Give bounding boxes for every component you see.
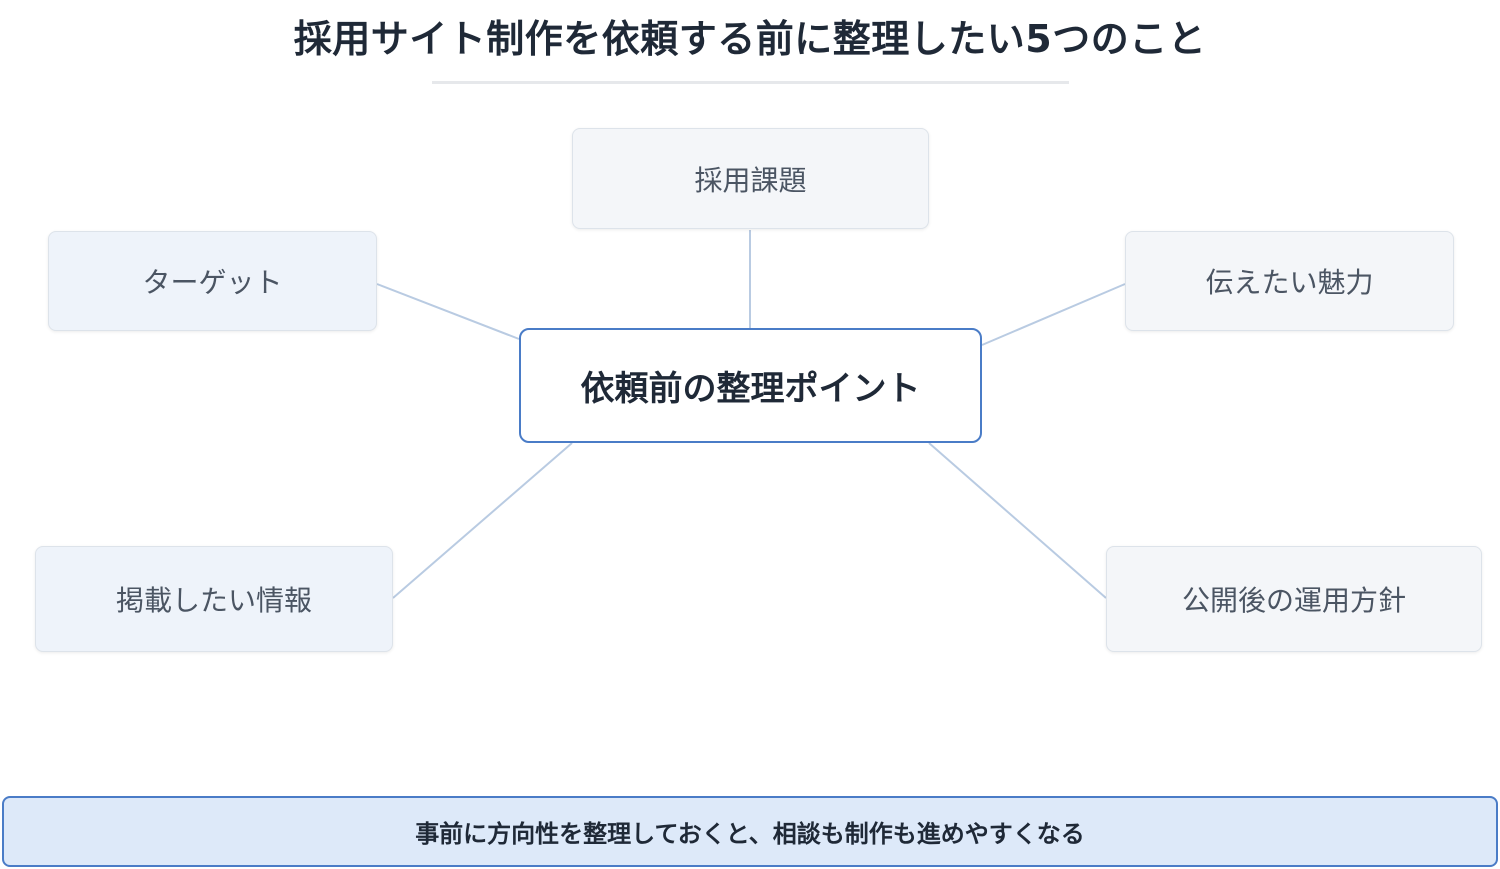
connector-appeal xyxy=(981,283,1126,346)
node-label: 採用課題 xyxy=(694,163,807,197)
node-content: 掲載したい情報 xyxy=(35,546,393,652)
node-label: ターゲット xyxy=(142,266,283,299)
center-node: 依頼前の整理ポイント xyxy=(519,328,982,443)
node-target: ターゲット xyxy=(48,231,377,331)
node-label: 伝えたい魅力 xyxy=(1205,266,1374,299)
footer-text: 事前に方向性を整理しておくと、相談も制作も進めやすくなる xyxy=(415,820,1085,848)
center-node-label: 依頼前の整理ポイント xyxy=(580,369,921,409)
title-divider xyxy=(432,81,1069,84)
connector-target xyxy=(376,283,520,340)
connector-operation xyxy=(928,442,1107,599)
footer-summary: 事前に方向性を整理しておくと、相談も制作も進めやすくなる xyxy=(2,796,1498,867)
connector-content xyxy=(392,442,573,599)
node-recruitment-issue: 採用課題 xyxy=(572,128,929,229)
page-title: 採用サイト制作を依頼する前に整理したい5つのこと xyxy=(293,17,1207,61)
node-operation: 公開後の運用方針 xyxy=(1106,546,1482,652)
node-label: 掲載したい情報 xyxy=(115,584,312,617)
node-label: 公開後の運用方針 xyxy=(1181,584,1406,617)
node-appeal: 伝えたい魅力 xyxy=(1125,231,1454,331)
